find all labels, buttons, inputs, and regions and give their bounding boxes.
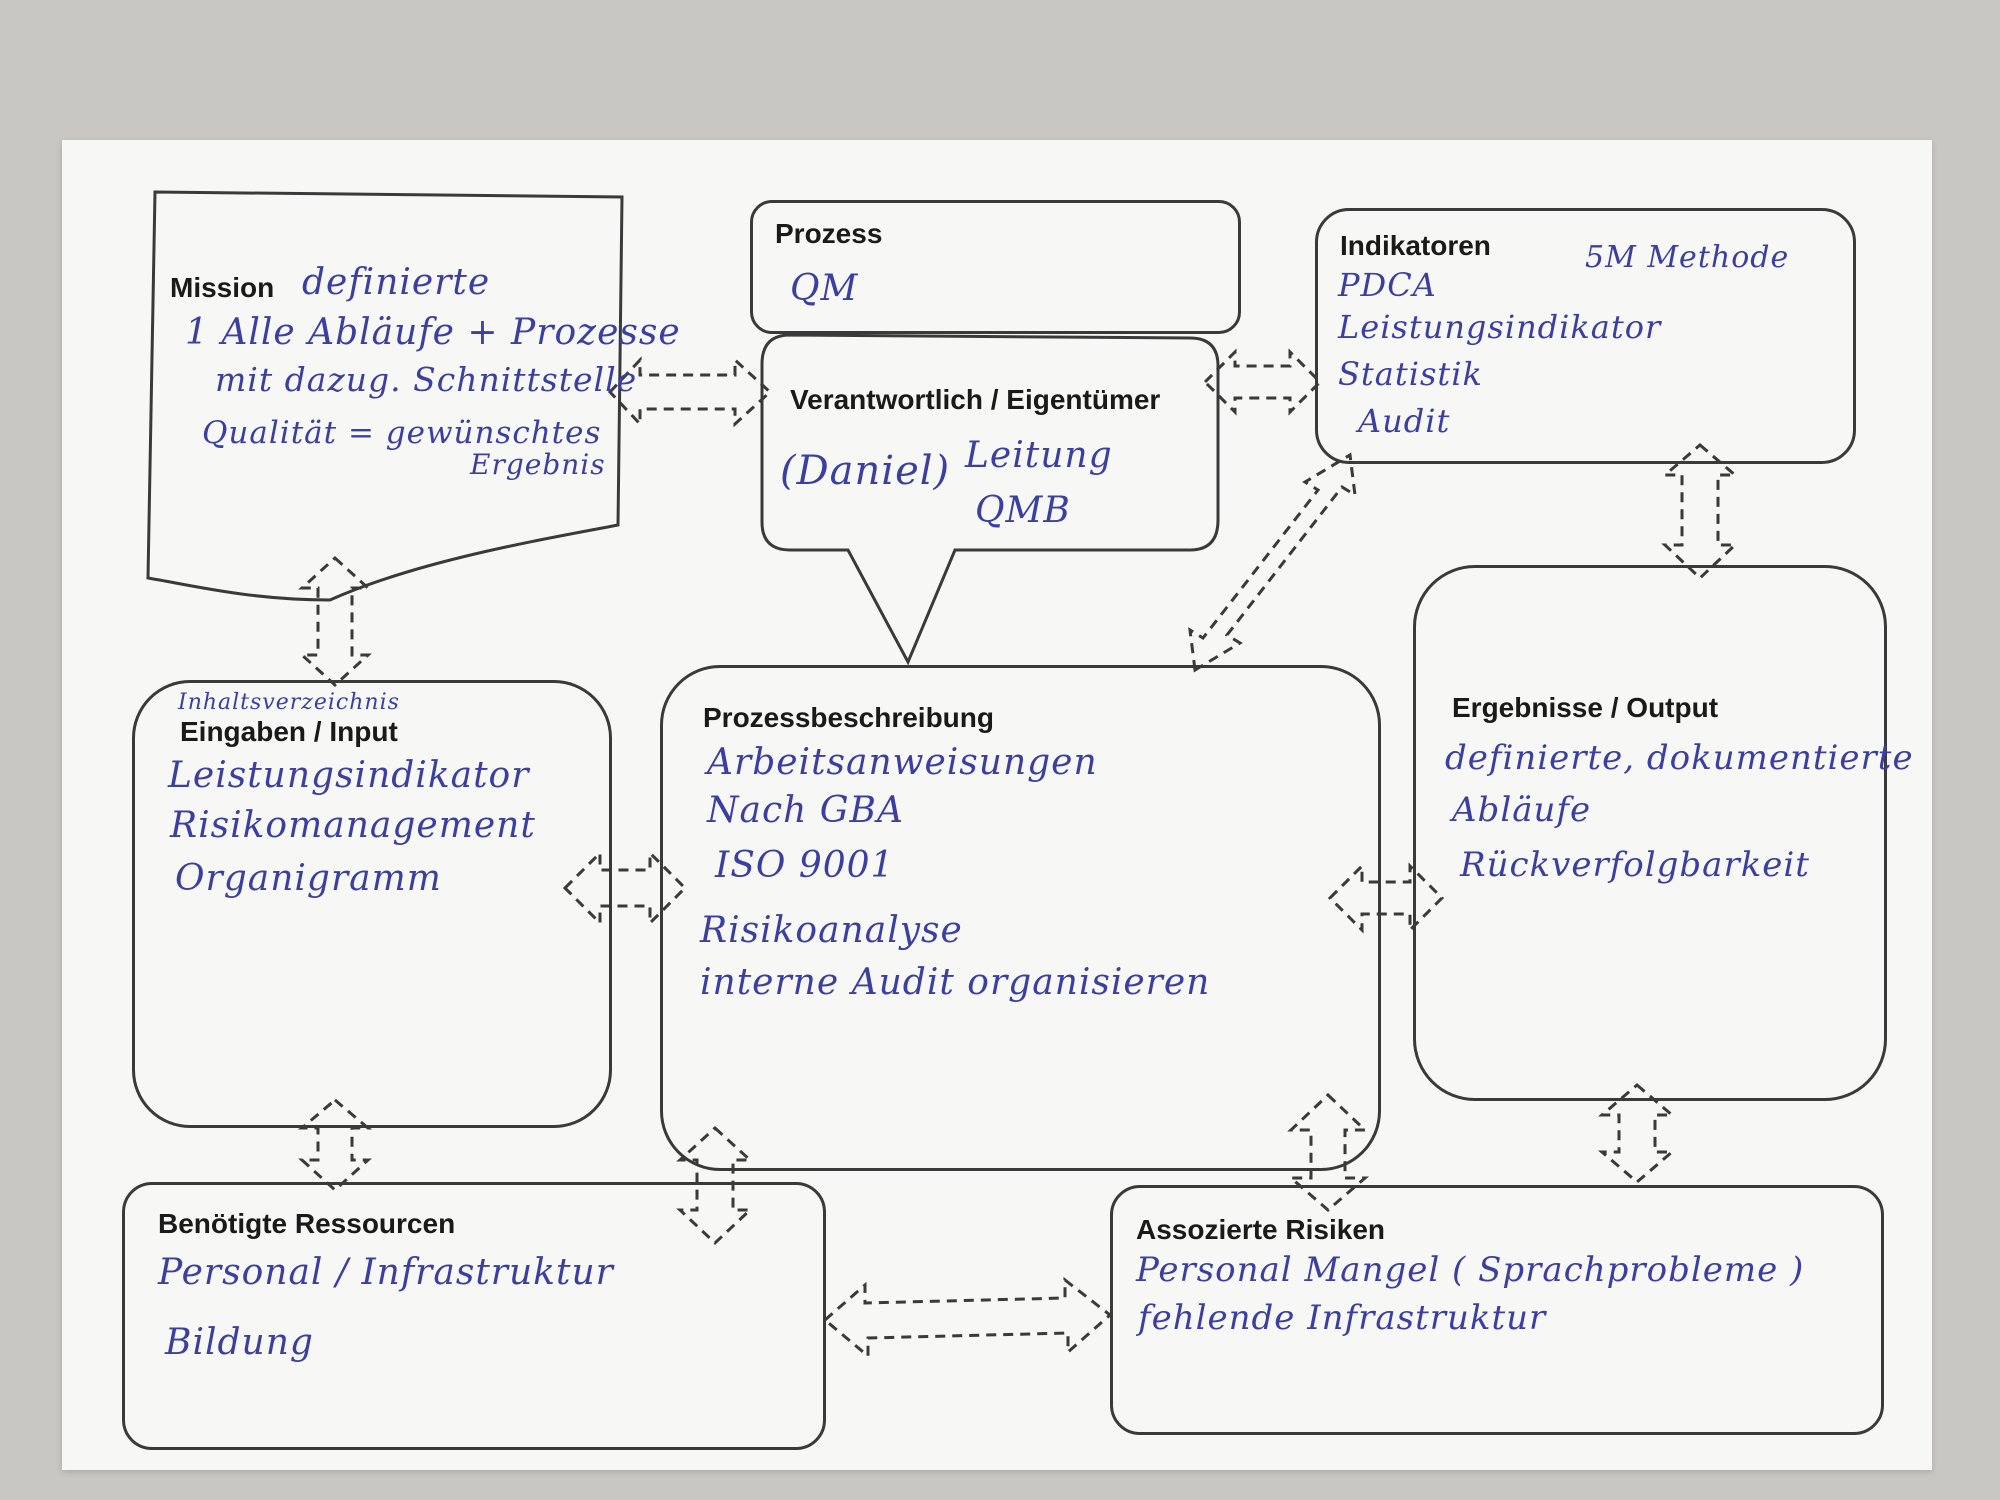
indikatoren-note: PDCA xyxy=(1338,266,1437,304)
arrow-eingaben-ressourcen xyxy=(297,1098,373,1193)
ergebnisse-box xyxy=(1413,565,1887,1101)
paper-sheet xyxy=(62,140,1932,1470)
eingaben-note: Leistungsindikator xyxy=(168,755,530,796)
ressourcen-note: Personal / Infrastruktur xyxy=(158,1252,614,1293)
verantwortlich-note: Leitung xyxy=(965,435,1113,476)
verantwortlich-note: QMB xyxy=(975,490,1071,531)
arrow-prozessbeschreibung-ergebnisse xyxy=(1327,862,1445,934)
arrow-indikatoren-ergebnisse xyxy=(1660,443,1740,581)
prozessbeschreibung-note: Nach GBA xyxy=(707,790,904,831)
mission-note: 1 Alle Abläufe + Prozesse xyxy=(185,312,681,353)
eingaben-box xyxy=(132,680,612,1128)
arrow-ressourcen-risiken xyxy=(822,1276,1113,1360)
indikatoren-note: 5M Methode xyxy=(1585,240,1790,275)
mission-note: Qualität = gewünschtes xyxy=(202,415,602,451)
ressourcen-box xyxy=(122,1182,826,1450)
eingaben-note: Risikomanagement xyxy=(170,805,536,846)
arrow-mission-verantwortlich xyxy=(607,356,773,428)
prozessbeschreibung-note: ISO 9001 xyxy=(715,845,895,886)
verantwortlich-title: Verantwortlich / Eigentümer xyxy=(790,384,1161,415)
prozessbeschreibung-title: Prozessbeschreibung xyxy=(703,702,994,733)
indikatoren-note: Leistungsindikator xyxy=(1338,308,1662,346)
prozessbeschreibung-box xyxy=(660,665,1381,1171)
prozess-box xyxy=(750,200,1241,334)
indikatoren-note: Statistik xyxy=(1338,355,1483,393)
indikatoren-note: Audit xyxy=(1358,402,1451,440)
risiken-note: fehlende Infrastruktur xyxy=(1138,1298,1547,1338)
arrow-prozessbeschreibung-indikatoren xyxy=(1188,452,1357,673)
eingaben-note: Organigramm xyxy=(175,858,442,899)
indikatoren-box xyxy=(1315,208,1856,464)
ressourcen-title: Benötigte Ressourcen xyxy=(158,1208,456,1239)
prozess-note: QM xyxy=(790,268,859,309)
mission-note: mit dazug. Schnittstelle xyxy=(215,360,638,399)
arrow-mission-eingaben xyxy=(298,555,372,688)
prozessbeschreibung-note: interne Audit organisieren xyxy=(700,962,1211,1003)
risiken-title: Assozierte Risiken xyxy=(1136,1214,1385,1245)
prozessbeschreibung-note: Arbeitsanweisungen xyxy=(707,742,1098,783)
ergebnisse-note: Abläufe xyxy=(1452,790,1592,830)
prozessbeschreibung-note: Risikoanalyse xyxy=(700,910,963,951)
mission-note: Ergebnis xyxy=(470,448,606,481)
prozess-title: Prozess xyxy=(775,218,883,249)
arrow-prozessbeschreibung-ressourcen xyxy=(676,1125,754,1246)
eingaben-title: Eingaben / Input xyxy=(180,716,398,747)
ressourcen-note: Bildung xyxy=(165,1322,314,1363)
indikatoren-title: Indikatoren xyxy=(1340,230,1491,261)
verantwortlich-bubble xyxy=(760,333,1220,666)
risiken-note: Personal Mangel ( Sprachprobleme ) xyxy=(1136,1250,1805,1290)
arrow-verantwortlich-indikatoren xyxy=(1202,348,1323,416)
ergebnisse-note: definierte, dokumentierte xyxy=(1445,738,1914,778)
mission-box xyxy=(146,190,624,602)
mission-note: definierte xyxy=(302,262,491,303)
arrow-eingaben-prozessbeschreibung xyxy=(562,849,688,927)
mission-title: Mission xyxy=(170,272,275,303)
arrow-prozessbeschreibung-risiken xyxy=(1286,1092,1370,1212)
arrow-ergebnisse-risiken xyxy=(1597,1083,1677,1184)
eingaben-top-note: Inhaltsverzeichnis xyxy=(178,690,400,715)
risiken-box xyxy=(1110,1185,1884,1435)
ergebnisse-title: Ergebnisse / Output xyxy=(1452,692,1719,723)
verantwortlich-note: (Daniel) xyxy=(780,448,951,494)
ergebnisse-note: Rückverfolgbarkeit xyxy=(1460,845,1810,885)
